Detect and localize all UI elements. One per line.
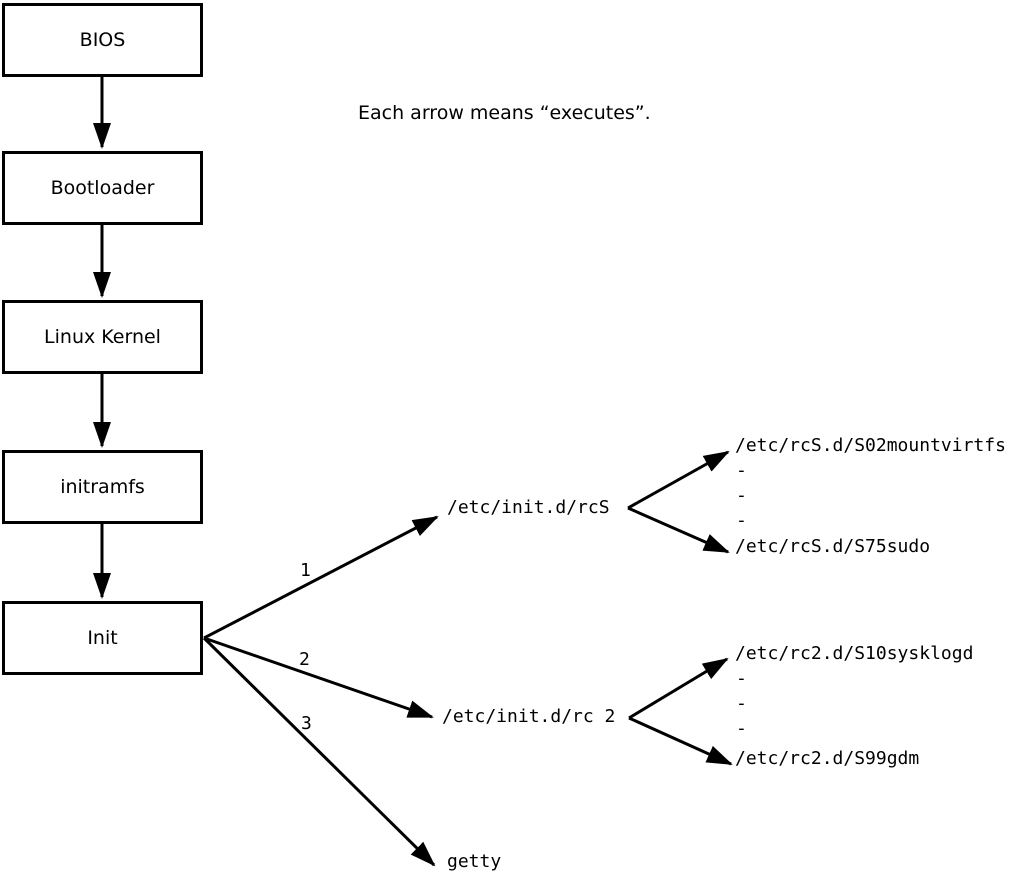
rc2-script-label: /etc/init.d/rc 2 xyxy=(442,706,616,727)
rc2-first-script-label: /etc/rc2.d/S10sysklogd xyxy=(735,643,974,664)
linux-kernel-box-label: Linux Kernel xyxy=(44,326,161,348)
bios-box: BIOS xyxy=(2,3,203,77)
rcs-ellipsis-dash: - xyxy=(736,460,747,481)
getty-label: getty xyxy=(447,851,502,872)
edge-label-2: 2 xyxy=(299,649,310,670)
arrow-init-to-rcs xyxy=(203,515,439,640)
bootloader-box-label: Bootloader xyxy=(50,177,155,199)
rc2-ellipsis-dash: - xyxy=(736,693,747,714)
arrow-init-to-getty xyxy=(202,636,436,867)
rcs-first-script-label: /etc/rcS.d/S02mountvirtfs xyxy=(735,435,1006,456)
rc2-last-script-label: /etc/rc2.d/S99gdm xyxy=(735,748,920,769)
initramfs-box: initramfs xyxy=(2,450,203,524)
init-box: Init xyxy=(2,601,203,675)
rcs-ellipsis-dash: - xyxy=(736,510,747,531)
linux-kernel-box: Linux Kernel xyxy=(2,300,203,374)
bios-box-label: BIOS xyxy=(79,29,126,51)
edge-label-3: 3 xyxy=(301,713,312,734)
initramfs-box-label: initramfs xyxy=(60,476,145,498)
arrow-rc2-to-last xyxy=(628,716,733,766)
rc2-ellipsis-dash: - xyxy=(736,718,747,739)
arrow-rcs-to-first xyxy=(627,450,730,510)
arrow-rcs-to-last xyxy=(627,506,730,554)
arrow-init-to-rc2 xyxy=(203,636,434,719)
rc2-ellipsis-dash: - xyxy=(736,668,747,689)
rcs-ellipsis-dash: - xyxy=(736,485,747,506)
init-box-label: Init xyxy=(87,627,118,649)
arrow-rc2-to-first xyxy=(628,657,729,720)
bootloader-box: Bootloader xyxy=(2,151,203,225)
rcs-script-label: /etc/init.d/rcS xyxy=(447,497,610,518)
rcs-last-script-label: /etc/rcS.d/S75sudo xyxy=(735,536,931,557)
legend-note: Each arrow means “executes”. xyxy=(358,102,651,124)
edge-label-1: 1 xyxy=(300,560,311,581)
